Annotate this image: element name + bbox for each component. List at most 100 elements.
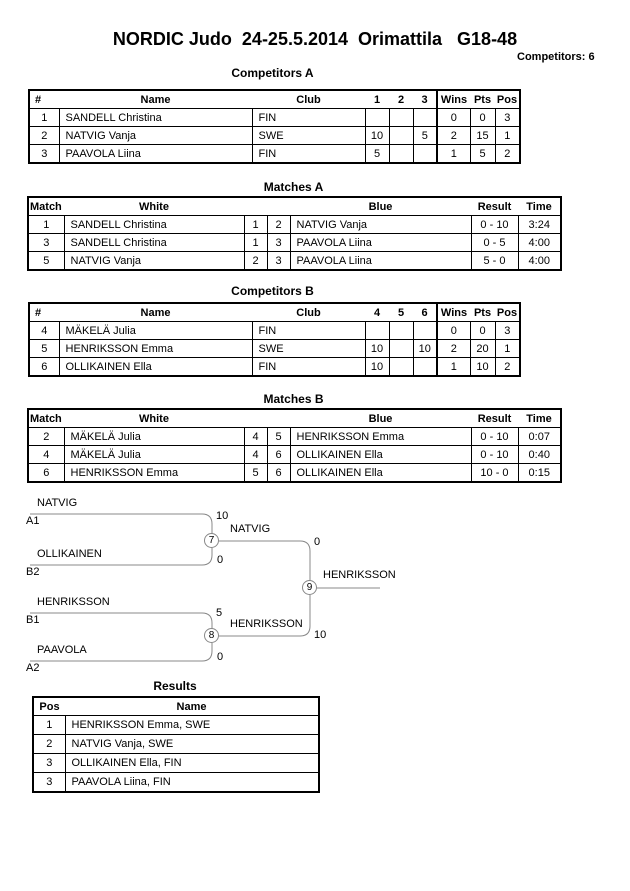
table-header-row: # Name Club 4 5 6 Wins Pts Pos: [29, 303, 520, 322]
matches-b-table: Match White Blue Result Time 2 MÄKELÄ Ju…: [27, 408, 562, 483]
col-header-name: Name: [59, 90, 252, 109]
competitor-name: PAAVOLA Liina: [58, 144, 253, 164]
wins-value: 1: [436, 357, 471, 377]
competitor-name: MÄKELÄ Julia: [58, 321, 253, 340]
bracket-line-semi1-winner: [219, 540, 311, 581]
competitor-club: FIN: [251, 144, 366, 164]
match-result: 0 - 10: [470, 445, 519, 464]
table-row: 2 MÄKELÄ Julia 4 5 HENRIKSSON Emma 0 - 1…: [27, 427, 562, 446]
match-time: 0:07: [517, 427, 562, 446]
bracket-seed-semi1-top: A1: [26, 515, 40, 527]
competitor-name: HENRIKSSON Emma: [58, 339, 253, 358]
score-vs-1: [364, 108, 390, 127]
col-header-time: Time: [518, 197, 561, 216]
results-heading: Results: [153, 679, 197, 693]
pts-value: 10: [469, 357, 496, 377]
result-name: PAAVOLA Liina, FIN: [64, 772, 320, 793]
col-header-wins: Wins: [436, 303, 470, 322]
wins-value: 2: [436, 126, 471, 145]
table-row: 6 OLLIKAINEN Ella FIN 10 1 10 2: [28, 357, 521, 377]
matches-a-table: Match White Blue Result Time 1 SANDELL C…: [27, 196, 562, 271]
competitor-number: 1: [28, 108, 60, 127]
competitor-number: 6: [28, 357, 60, 377]
table-header-row: Match White Blue Result Time: [28, 197, 561, 216]
competitor-number: 5: [28, 339, 60, 358]
table-row: 3 PAAVOLA Liina, FIN: [32, 772, 320, 793]
match-time: 0:40: [517, 445, 562, 464]
col-header-4: 4: [365, 303, 389, 322]
match-number: 4: [27, 445, 65, 464]
col-header-club: Club: [252, 303, 365, 322]
competitors-a-table: # Name Club 1 2 3 Wins Pts Pos 1 SANDELL…: [28, 89, 521, 164]
bracket-line-semi2-winner: [219, 595, 311, 637]
bracket-seed-semi2-bottom: A2: [26, 662, 40, 674]
blue-number: 6: [266, 445, 291, 464]
score-vs-6: [412, 321, 438, 340]
result-pos: 1: [32, 715, 66, 735]
white-name: NATVIG Vanja: [63, 251, 245, 271]
page-title: NORDIC Judo 24-25.5.2014 Orimattila G18-…: [112, 29, 518, 49]
bracket-score-semi2-bottom: 0: [217, 651, 224, 663]
match-time: 3:24: [517, 215, 562, 234]
table-header-row: Pos Name: [33, 697, 319, 716]
table-header-row: Match White Blue Result Time: [28, 409, 561, 428]
score-vs-3: [412, 144, 438, 164]
col-header-blue: Blue: [290, 409, 471, 428]
result-pos: 2: [32, 734, 66, 754]
competitors-count: Competitors: 6: [517, 51, 595, 63]
score-vs-3: 5: [412, 126, 438, 145]
col-header-5: 5: [389, 303, 413, 322]
score-vs-2: [388, 108, 414, 127]
col-header-2: 2: [389, 90, 413, 109]
score-vs-3: [412, 108, 438, 127]
match-time: 0:15: [517, 463, 562, 483]
table-row: 2 NATVIG Vanja SWE 10 5 2 15 1: [28, 126, 521, 145]
col-header-pts: Pts: [470, 90, 495, 109]
blue-name: NATVIG Vanja: [289, 215, 472, 234]
col-header-result: Result: [471, 409, 518, 428]
competitor-name: NATVIG Vanja: [58, 126, 253, 145]
blue-name: HENRIKSSON Emma: [289, 427, 472, 446]
bracket-winner-semi2: HENRIKSSON: [230, 618, 303, 630]
white-number: 4: [243, 445, 268, 464]
match-result: 10 - 0: [470, 463, 519, 483]
bracket-winner-final: HENRIKSSON: [323, 569, 396, 581]
table-row: 1 SANDELL Christina FIN 0 0 3: [28, 108, 521, 127]
wins-value: 0: [436, 108, 471, 127]
col-header-club: Club: [252, 90, 365, 109]
white-number: 1: [243, 233, 268, 252]
wins-value: 2: [436, 339, 471, 358]
col-header-6: 6: [413, 303, 437, 322]
score-vs-5: [388, 357, 414, 377]
bracket-match-circle-9: 9: [302, 580, 317, 595]
bracket-name-semi1-top: NATVIG: [37, 497, 78, 509]
col-header-pos: Pos: [33, 697, 65, 716]
competitor-club: FIN: [251, 357, 366, 377]
table-row: 3 PAAVOLA Liina FIN 5 1 5 2: [28, 144, 521, 164]
col-header-blue: Blue: [290, 197, 471, 216]
pts-value: 20: [469, 339, 496, 358]
match-number: 3: [27, 233, 65, 252]
competitors-a-heading: Competitors A: [231, 66, 314, 80]
blue-number: 5: [266, 427, 291, 446]
matches-b-heading: Matches B: [263, 392, 324, 406]
blue-name: OLLIKAINEN Ella: [289, 445, 472, 464]
col-header-white: White: [64, 197, 244, 216]
col-header-3: 3: [413, 90, 437, 109]
col-header-pts: Pts: [470, 303, 495, 322]
bracket-score-semi1-top: 10: [216, 510, 229, 522]
col-header-name: Name: [65, 697, 319, 716]
white-name: SANDELL Christina: [63, 215, 245, 234]
competitor-number: 3: [28, 144, 60, 164]
pts-value: 0: [469, 108, 496, 127]
col-header-1: 1: [365, 90, 389, 109]
match-number: 2: [27, 427, 65, 446]
score-vs-6: 10: [412, 339, 438, 358]
result-name: HENRIKSSON Emma, SWE: [64, 715, 320, 735]
match-number: 5: [27, 251, 65, 271]
competitor-name: SANDELL Christina: [58, 108, 253, 127]
col-header-pos: Pos: [495, 90, 520, 109]
bracket-score-semi1-bottom: 0: [217, 554, 224, 566]
blue-name: PAAVOLA Liina: [289, 233, 472, 252]
col-header-time: Time: [518, 409, 561, 428]
